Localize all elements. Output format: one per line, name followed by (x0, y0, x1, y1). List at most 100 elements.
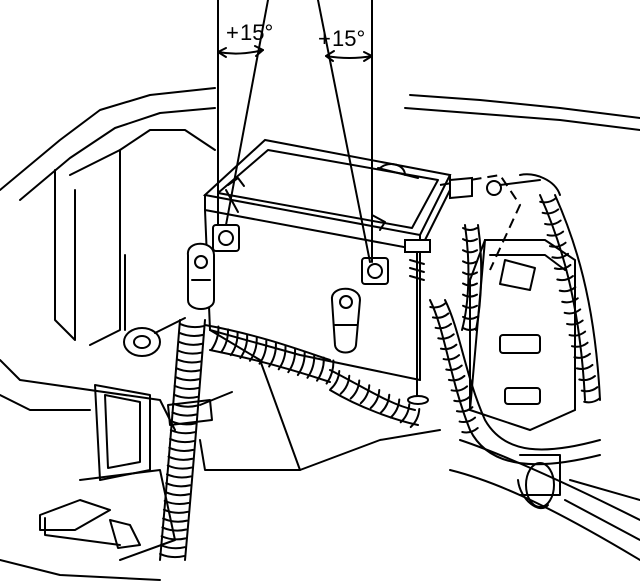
loom-ring (462, 249, 478, 254)
loom-ring (167, 455, 194, 461)
loom-ring (277, 345, 287, 371)
loom-ring (462, 327, 478, 331)
loom-ring (339, 374, 351, 395)
loom-ring (268, 342, 277, 368)
loom-ring (462, 282, 478, 287)
loom-ring (325, 359, 335, 385)
loom-ring (437, 333, 455, 340)
loom-ring (548, 241, 567, 248)
loom-ring (575, 363, 594, 370)
loom-ring (159, 544, 186, 550)
loom-ring (178, 331, 205, 337)
loom-ring (462, 238, 478, 243)
loom-ring (573, 352, 592, 359)
loom-ring (563, 308, 582, 315)
loom-ring (434, 322, 453, 330)
loom-ring (539, 197, 557, 204)
loom-ring (462, 315, 478, 320)
loom-ring (558, 286, 577, 293)
loom-ring (248, 336, 258, 362)
loom-ring (287, 348, 297, 374)
loom-ring (462, 271, 478, 276)
vehicle-body (0, 87, 640, 581)
loom-ring (161, 526, 188, 532)
loom-ring (580, 386, 599, 393)
loom-ring (462, 293, 478, 298)
loom-ring (171, 411, 198, 417)
loom-ring (583, 397, 601, 404)
angle-mark-left-prefix: + (226, 20, 239, 45)
loom-ring (220, 328, 229, 354)
loom-ring (439, 343, 458, 351)
loom-ring (541, 208, 560, 215)
loom-ring (162, 508, 189, 514)
loom-ring (175, 367, 202, 373)
loom-ring (169, 437, 195, 444)
angle-label-left: 15° (240, 20, 273, 45)
loom-ring (461, 427, 479, 434)
loom-ring (379, 393, 391, 414)
loom-ring (179, 322, 205, 329)
loom-ring (455, 406, 474, 413)
loom-ring (169, 429, 196, 435)
angle-mark-right-prefix: + (318, 26, 331, 51)
loom-ring (306, 353, 316, 379)
loom-ring (546, 230, 565, 237)
positive-cable (204, 287, 421, 429)
loom-ring (553, 263, 572, 270)
loom-ring (168, 446, 195, 452)
frame-rail (449, 439, 640, 561)
loom-ring (165, 473, 192, 479)
loom-ring (566, 319, 584, 326)
battery (202, 138, 452, 381)
loom-ring (450, 385, 469, 392)
loom-ring (229, 331, 239, 357)
loom-ring (462, 304, 478, 309)
loom-ring (159, 552, 185, 559)
loom-ring (258, 339, 268, 365)
loom-ring (458, 416, 477, 424)
loom-ring (462, 260, 478, 265)
loom-ring (462, 227, 478, 231)
loom-ring (409, 407, 421, 429)
loom-ring (570, 341, 589, 348)
angle-indicators: + + 15° 15° (217, 0, 373, 263)
loom-ring (172, 393, 199, 399)
loom-ring (173, 384, 200, 391)
loom-ring (551, 252, 570, 259)
loom-ring (349, 379, 361, 400)
loom-ring (568, 330, 587, 337)
loom-ring (369, 388, 381, 410)
loom-ring (162, 517, 189, 523)
loom-ring (544, 219, 562, 226)
loom-ring (399, 403, 411, 424)
loom-ring (177, 340, 204, 346)
loom-ring (166, 464, 193, 470)
loom-ring (210, 325, 220, 351)
loom-ring (578, 375, 596, 382)
loom-ring (165, 482, 192, 488)
right-harness (429, 173, 601, 466)
loom-ring (447, 374, 466, 382)
negative-cable (123, 242, 233, 561)
cable-loom-left (159, 319, 206, 561)
loom-ring (163, 499, 190, 506)
loom-ring (239, 333, 249, 360)
loom-ring (160, 535, 187, 541)
loom-ring (296, 350, 306, 377)
loom-ring (453, 395, 471, 403)
loom-ring (174, 376, 201, 382)
loom-ring (175, 358, 202, 364)
loom-ring (316, 356, 325, 382)
loom-ring (359, 384, 371, 405)
loom-ring (429, 302, 447, 309)
loom-ring (329, 369, 341, 391)
hold-down-bolt (404, 239, 431, 405)
loom-ring (561, 297, 579, 304)
loom-ring (164, 491, 191, 497)
loom-ring (389, 398, 401, 419)
loom-ring (431, 312, 450, 319)
loom-ring (445, 364, 463, 371)
